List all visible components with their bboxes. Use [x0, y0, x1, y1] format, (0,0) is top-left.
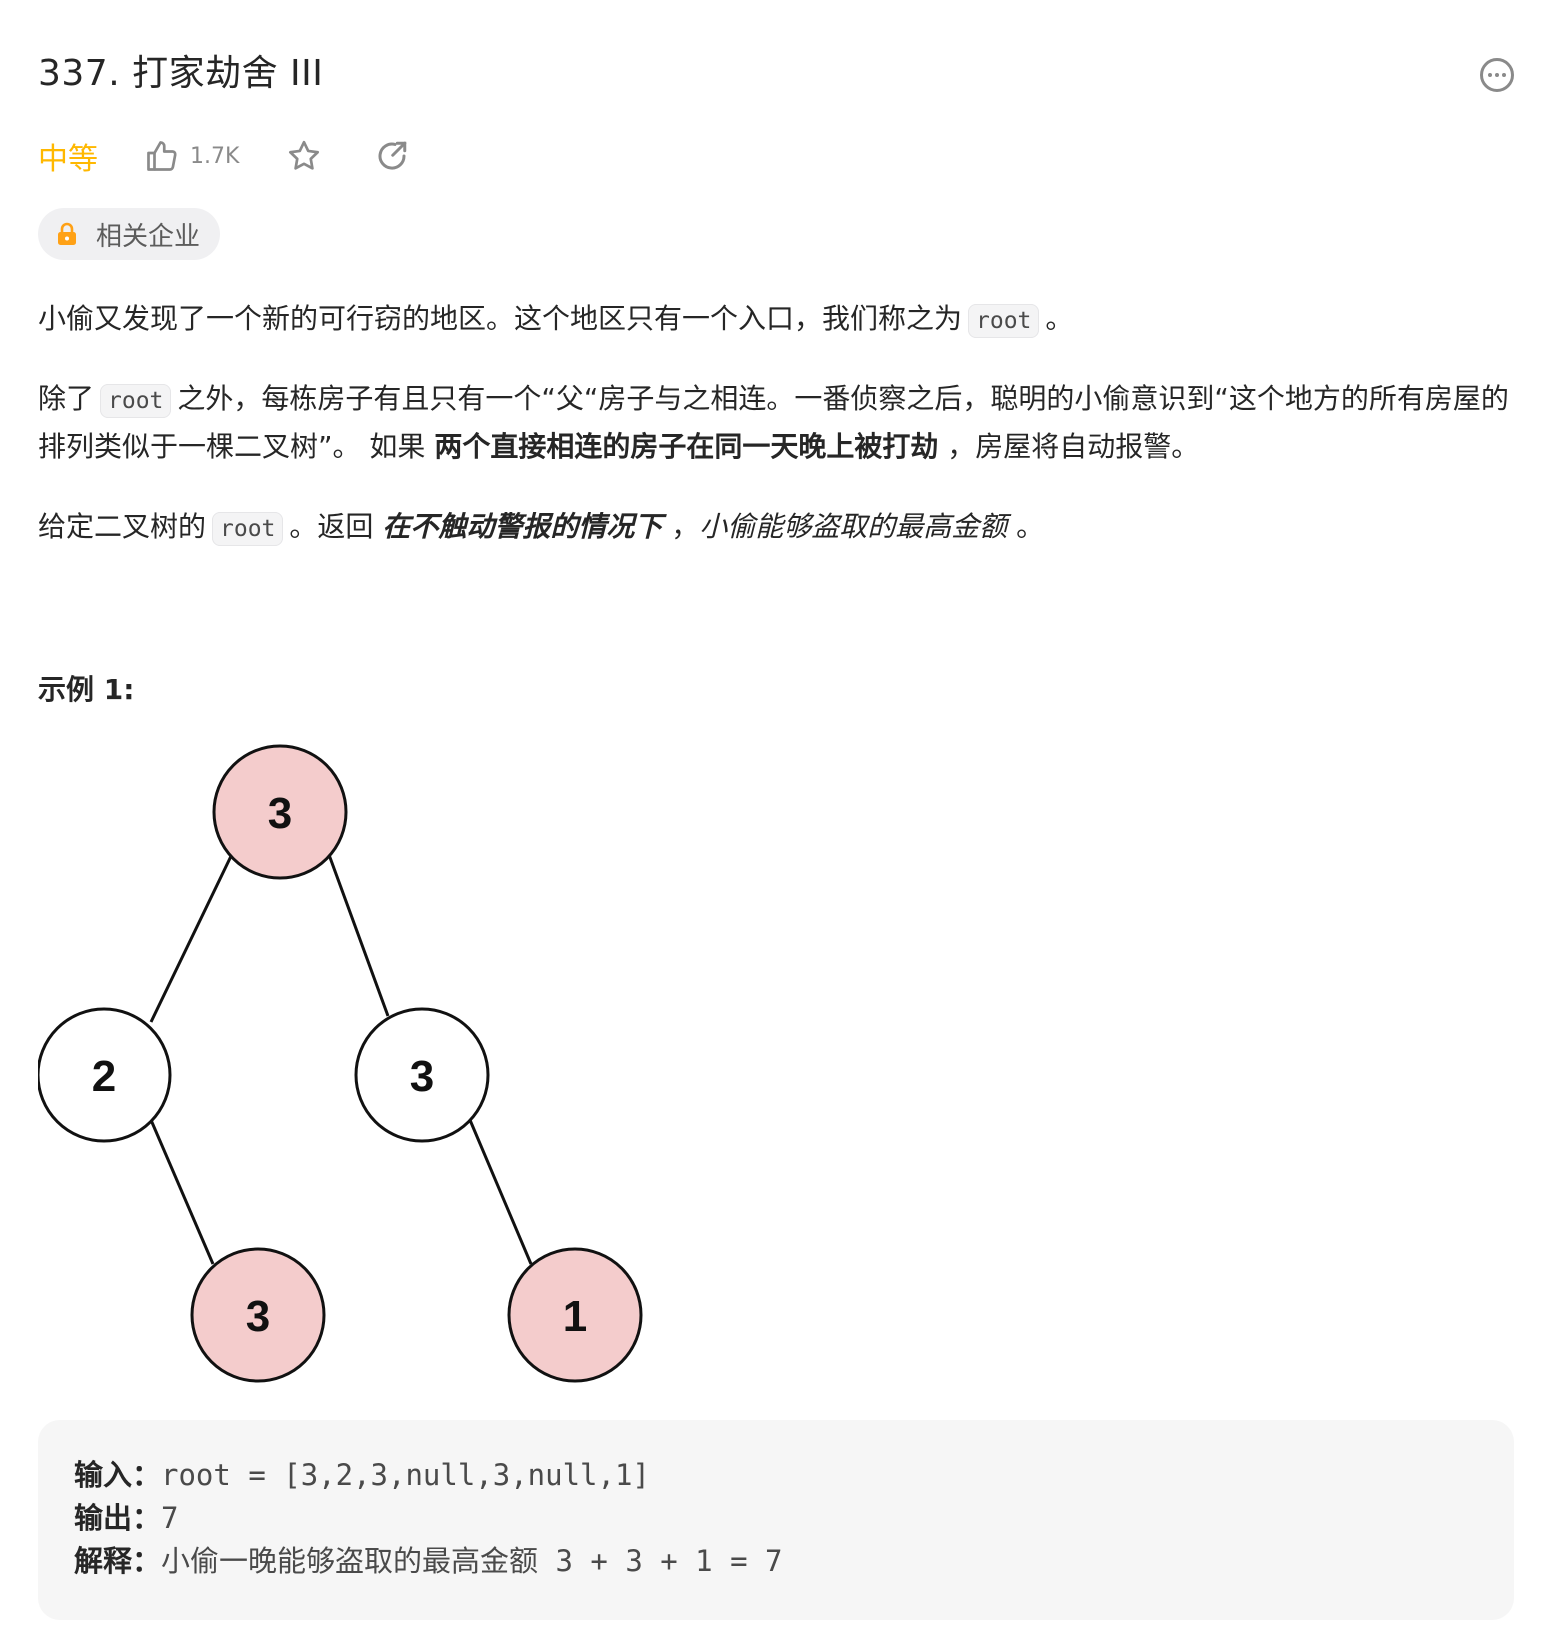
tree-node-left-right [190, 1247, 326, 1383]
example-input: 输入：root = [3,2,3,null,3,null,1] [74, 1458, 650, 1492]
difficulty-badge: 中等 [38, 142, 98, 177]
example-output: 输出：7 [74, 1501, 179, 1535]
meta-row: 中等 1.7K [38, 134, 461, 178]
inline-code-root: root [212, 512, 284, 546]
tree-node-left [38, 1007, 172, 1143]
more-options-button[interactable] [1480, 58, 1514, 92]
problem-title: 337. 打家劫舍 III [38, 53, 324, 94]
italic-text: 小偷能够盗取的最高金额 [699, 510, 1008, 543]
example-explanation: 解释：小偷一晚能够盗取的最高金额 3 + 3 + 1 = 7 [74, 1544, 783, 1578]
svg-text:1: 1 [563, 1292, 587, 1341]
tree-edge [468, 1119, 533, 1265]
tree-edge [326, 851, 390, 1017]
tree-node-right [354, 1007, 490, 1143]
like-count: 1.7K [190, 143, 240, 169]
share-button[interactable] [373, 137, 411, 175]
title-row: 337. 打家劫舍 III [38, 44, 1514, 104]
svg-text:3: 3 [268, 789, 292, 838]
binary-tree-diagram: 3 2 3 3 1 [38, 744, 643, 1383]
example-title: 示例 1: [38, 673, 135, 706]
star-icon [289, 140, 320, 170]
like-button[interactable]: 1.7K [144, 138, 239, 174]
inline-code-root: root [100, 384, 172, 418]
tree-edge [149, 851, 235, 1023]
example-code-block: 输入：root = [3,2,3,null,3,null,1] 输出：7 解释：… [38, 1420, 1514, 1620]
bold-text: 两个直接相连的房子在同一天晚上被打劫 [434, 430, 939, 463]
ellipsis-icon [1488, 73, 1506, 77]
favorite-button[interactable] [285, 137, 323, 175]
bold-italic-text: 在不触动警报的情况下 [382, 510, 663, 543]
related-companies-tag[interactable]: 相关企业 [38, 208, 221, 260]
tree-edge [149, 1119, 215, 1265]
share-icon [378, 141, 407, 170]
tree-node-right-right [507, 1247, 643, 1383]
tag-label: 相关企业 [96, 221, 201, 252]
lock-icon [58, 222, 76, 245]
svg-text:2: 2 [92, 1052, 116, 1101]
svg-text:3: 3 [410, 1052, 434, 1101]
thumbs-up-icon [147, 141, 177, 171]
svg-text:3: 3 [246, 1292, 270, 1341]
inline-code-root: root [968, 304, 1040, 338]
tree-node-root [212, 744, 348, 880]
